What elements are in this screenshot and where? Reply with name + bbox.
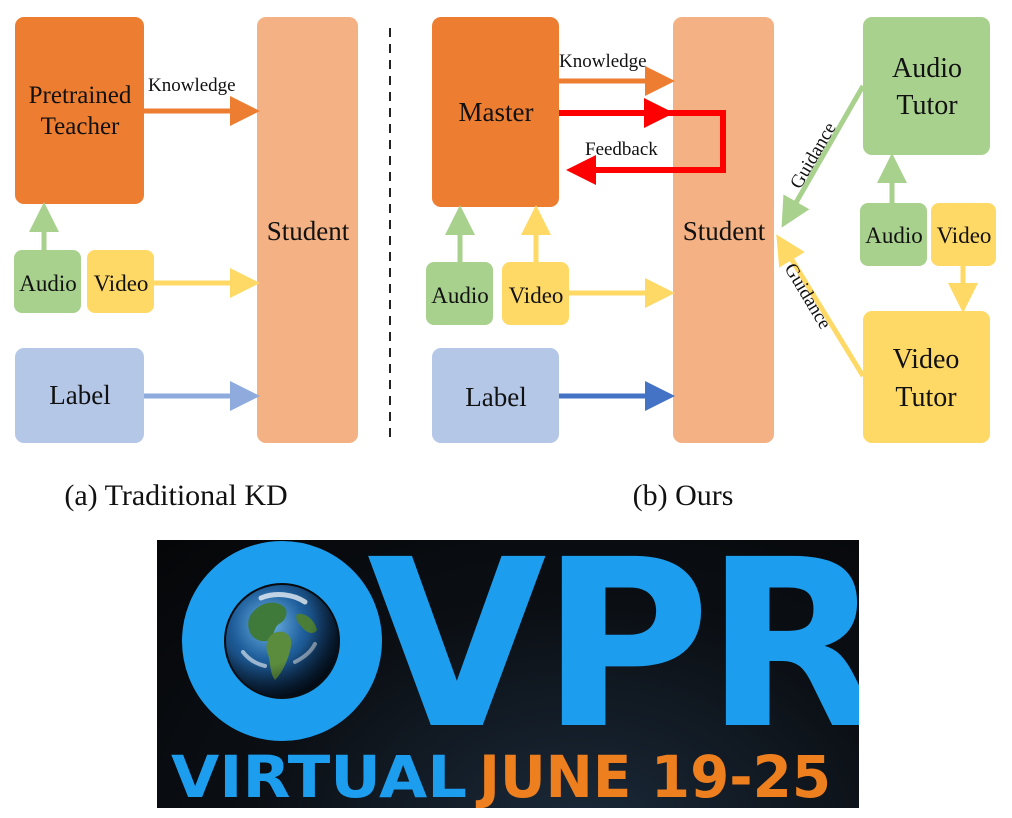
pretrained-teacher-box xyxy=(15,17,144,204)
earth-globe-icon xyxy=(226,585,338,697)
cvpr-virtual-banner: VPR VIRTUAL JUNE 19-25 xyxy=(157,540,859,808)
caption-traditional-kd: (a) Traditional KD xyxy=(64,479,287,512)
guidance-label-top: Guidance xyxy=(786,119,841,193)
pretrained-teacher-label-line1: Pretrained xyxy=(29,82,132,109)
knowledge-label-ours: Knowledge xyxy=(559,51,647,72)
guidance-label-bottom: Guidance xyxy=(780,260,836,333)
audio-tutor-guidance-arrow xyxy=(781,84,866,228)
audio-label-ours: Audio xyxy=(431,283,489,308)
tutor-audio-label: Audio xyxy=(865,223,923,248)
caption-ours: (b) Ours xyxy=(633,479,734,512)
cvpr-c-ring xyxy=(182,541,382,741)
master-box xyxy=(432,17,559,207)
student-label-ours: Student xyxy=(683,216,766,246)
feedback-red-loop xyxy=(566,110,726,185)
audio-label-traditional: Audio xyxy=(19,271,77,296)
knowledge-label-traditional: Knowledge xyxy=(148,75,236,96)
tutor-video-label: Video xyxy=(937,223,992,248)
video-tutor-label-line2: Tutor xyxy=(895,382,957,413)
tutor-audio-box xyxy=(860,203,927,266)
video-tutor-label-line1: Video xyxy=(893,344,960,375)
cvpr-virtual-text: VIRTUAL xyxy=(171,743,467,808)
panel-ours: Master Student Knowledge Feedback Audio … xyxy=(426,17,996,443)
audio-box-ours xyxy=(426,262,493,325)
student-box-ours xyxy=(673,17,774,443)
master-label: Master xyxy=(459,97,534,127)
audio-tutor-label-line2: Tutor xyxy=(896,90,958,121)
student-box-traditional xyxy=(257,17,358,443)
label-text-ours: Label xyxy=(465,382,526,412)
audio-box-traditional xyxy=(14,250,81,313)
cvpr-title-vpr: VPR xyxy=(367,540,859,780)
label-box-ours xyxy=(432,348,559,443)
video-label-traditional: Video xyxy=(94,271,149,296)
panel-traditional-kd: Pretrained Teacher Student Knowledge Aud… xyxy=(14,17,358,443)
audio-tutor-label-line1: Audio xyxy=(892,53,962,84)
video-box-traditional xyxy=(87,250,154,313)
feedback-label: Feedback xyxy=(585,139,658,160)
student-label-traditional: Student xyxy=(267,216,350,246)
pretrained-teacher-label-line2: Teacher xyxy=(41,113,120,140)
video-box-ours xyxy=(502,262,569,325)
label-box-traditional xyxy=(15,348,144,443)
cvpr-dates-text: JUNE 19-25 xyxy=(475,743,831,808)
cvpr-banner-art: VPR VIRTUAL JUNE 19-25 xyxy=(171,540,859,808)
kd-comparison-diagram: Pretrained Teacher Student Knowledge Aud… xyxy=(14,17,996,512)
audio-tutor-box xyxy=(863,17,990,155)
video-tutor-box xyxy=(863,311,990,443)
video-label-ours: Video xyxy=(509,283,564,308)
video-tutor-guidance-arrow xyxy=(776,234,866,378)
label-text-traditional: Label xyxy=(49,380,110,410)
tutor-video-box xyxy=(931,203,996,266)
